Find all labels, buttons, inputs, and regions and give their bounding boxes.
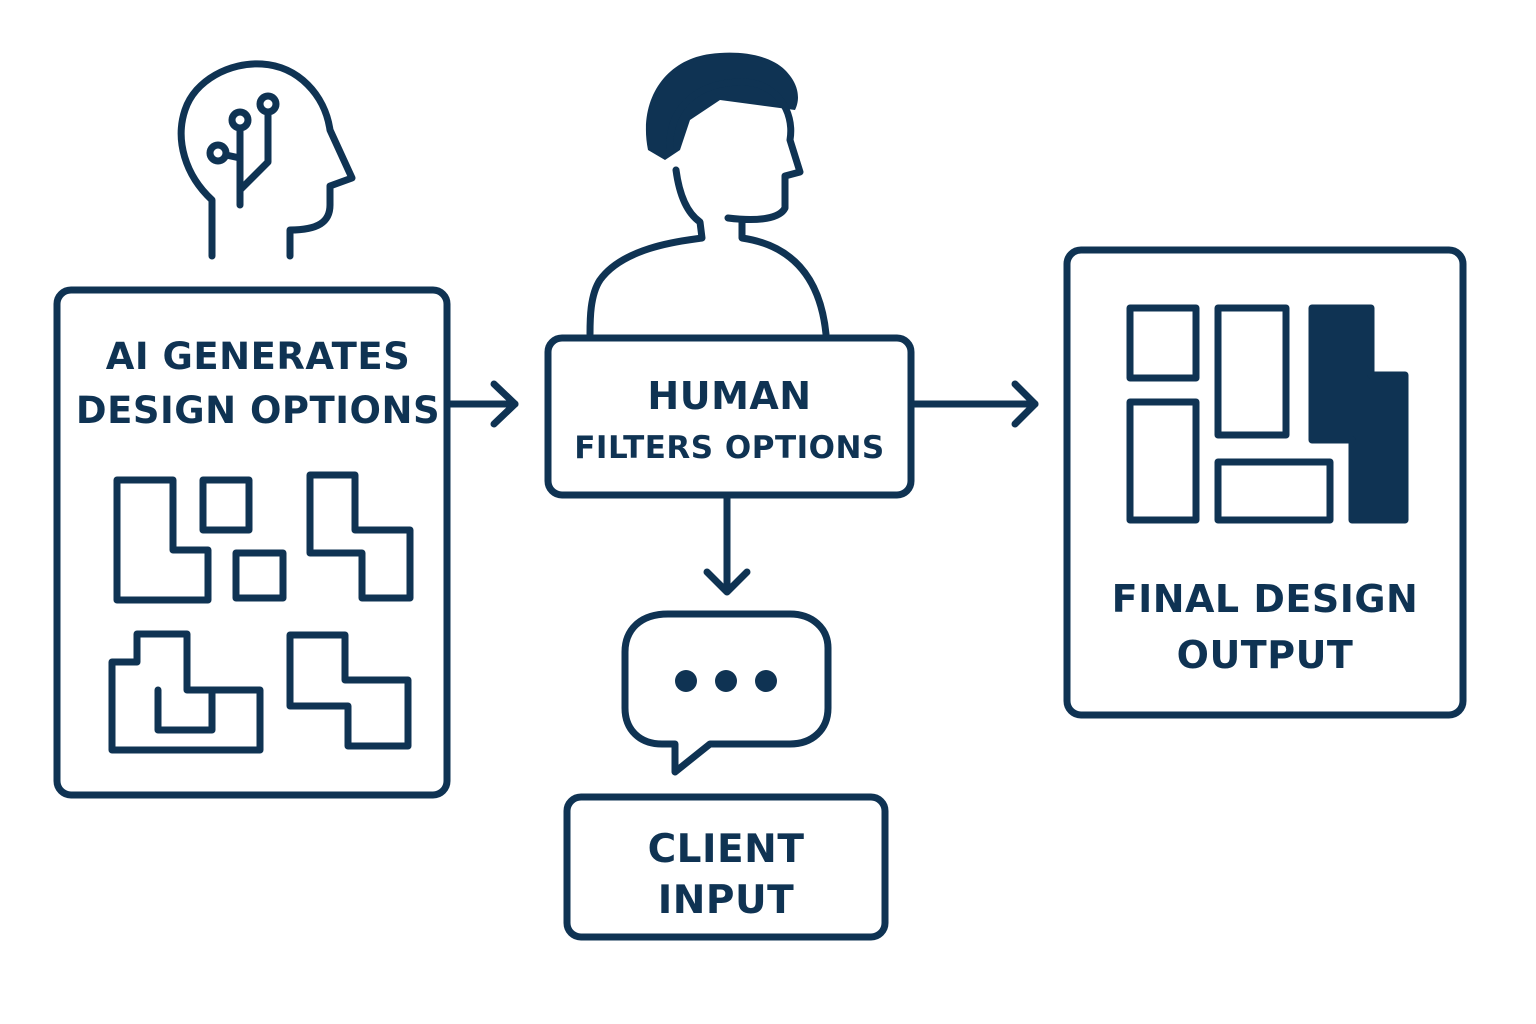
final-box-title-line2: OUTPUT [1176, 633, 1354, 677]
person-icon [586, 52, 830, 338]
design-options-shapes [108, 471, 414, 754]
ai-brain-head-icon [177, 60, 356, 260]
final-box-title-line1: FINAL DESIGN [1111, 577, 1419, 621]
final-design-box [1063, 246, 1467, 719]
arrow-human-to-final [909, 380, 1039, 428]
layout-blocks-icon [1126, 304, 1409, 524]
arrow-ai-to-human [446, 380, 519, 428]
client-input-box [563, 793, 889, 941]
ai-box-title-line2: DESIGN OPTIONS [75, 389, 441, 432]
client-box-title-line2: INPUT [657, 878, 795, 923]
ai-box-title-line1: AI GENERATES [105, 335, 411, 378]
human-box-title-line1: HUMAN [647, 374, 812, 418]
human-box-title-line2: FILTERS OPTIONS [574, 430, 885, 466]
client-box-title-line1: CLIENT [647, 827, 805, 872]
arrow-human-to-client [703, 493, 751, 596]
speech-bubble-icon [621, 610, 832, 776]
ai-generates-box [53, 286, 451, 799]
